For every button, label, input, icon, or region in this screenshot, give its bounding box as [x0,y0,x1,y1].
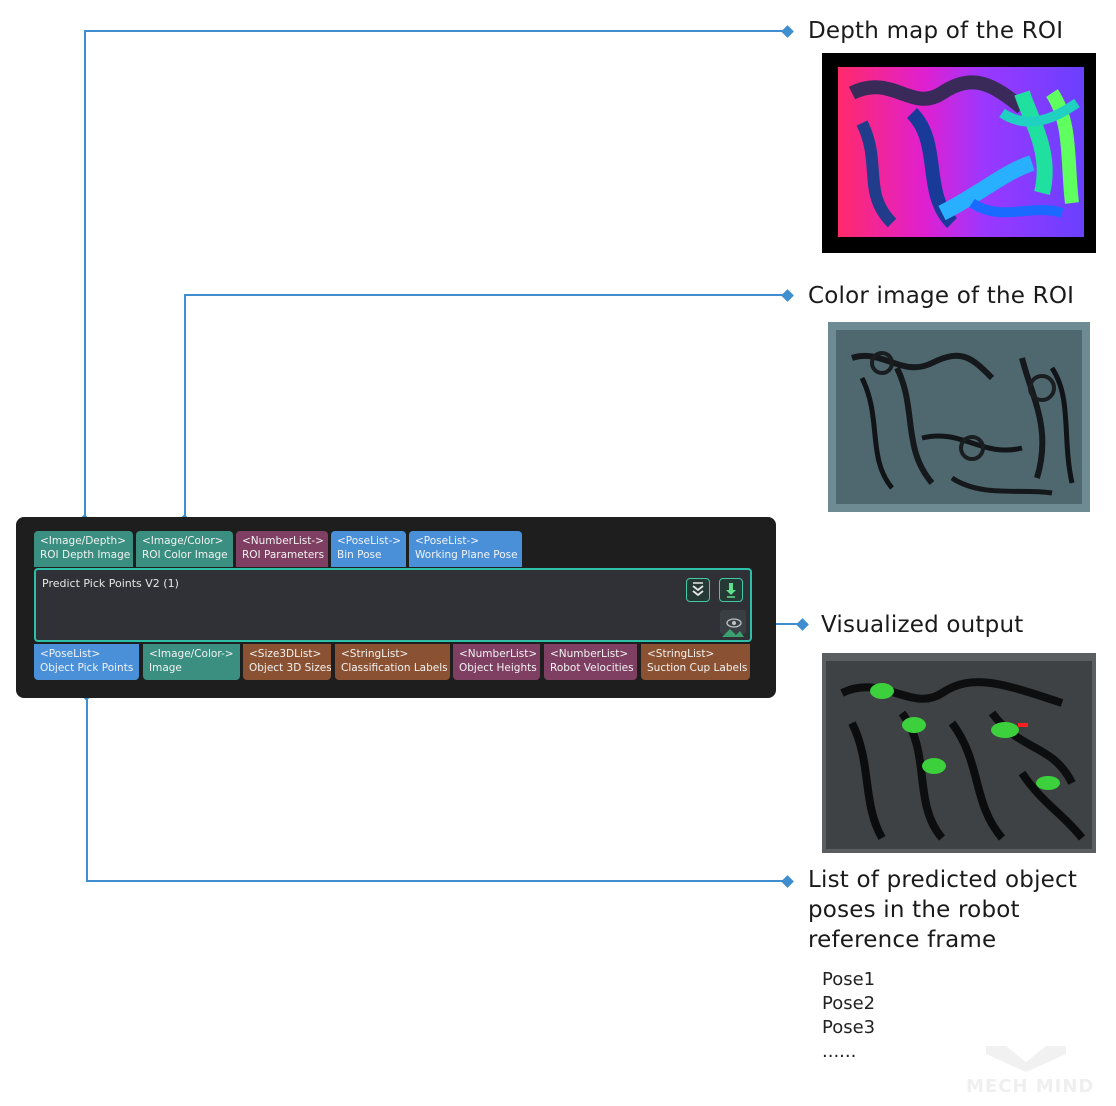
port-type: <NumberList> [550,648,629,660]
output-port-suction-cup-labels[interactable]: <StringList> Suction Cup Labels [641,644,750,680]
connector-list-horizontal [86,880,786,882]
output-port-object-3d-sizes[interactable]: <Size3DList> Object 3D Sizes [243,644,331,680]
port-label: Bin Pose [337,549,382,561]
port-type: <PoseList-> [337,535,402,547]
pose-item: Pose2 [822,993,876,1014]
port-type: <NumberList> [459,648,538,660]
port-label: Object Heights [459,662,537,674]
connector-depth-vertical [84,30,86,520]
callout-pose-list: List of predicted object poses in the ro… [808,865,1077,955]
connector-color-end-dot [781,289,794,302]
connector-color-vertical [184,294,186,520]
port-label: Object 3D Sizes [249,662,331,674]
port-type: <Image/Color-> [149,648,234,660]
visualized-output-image [822,653,1096,853]
eye-icon [726,613,742,632]
callout-visualized-output: Visualized output [821,612,1024,638]
port-type: <Size3DList> [249,648,322,660]
port-label: ROI Depth Image [40,549,131,561]
connector-color-horizontal [184,294,786,296]
connector-list-vertical [86,692,88,882]
node-title: Predict Pick Points V2 (1) [42,577,179,590]
depth-map-image [822,53,1096,253]
port-label: Object Pick Points [40,662,134,674]
port-type: <StringList> [647,648,715,660]
connector-list-end-dot [781,875,794,888]
pose-item-ellipsis: ...... [822,1041,857,1062]
port-label: Robot Velocities [550,662,634,674]
port-label: Classification Labels [341,662,448,674]
port-type: <Image/Color> [142,535,224,547]
output-port-object-heights[interactable]: <NumberList> Object Heights [453,644,540,680]
port-type: <PoseList-> [415,535,480,547]
port-type: <StringList> [341,648,409,660]
node-body[interactable]: Predict Pick Points V2 (1) [34,568,752,642]
input-port-roi-color-image[interactable]: <Image/Color> ROI Color Image [136,531,233,567]
port-label: ROI Color Image [142,549,228,561]
port-type: <Image/Depth> [40,535,126,547]
download-button[interactable] [719,578,743,602]
output-port-image[interactable]: <Image/Color-> Image [143,644,240,680]
pose-list: Pose1 Pose2 Pose3 ...... [822,968,875,1064]
input-port-roi-parameters[interactable]: <NumberList-> ROI Parameters [236,531,328,567]
port-label: Working Plane Pose [415,549,518,561]
connector-vis-end-dot [796,618,809,631]
connector-depth-end-dot [781,25,794,38]
pose-item: Pose3 [822,1017,876,1038]
port-label: Image [149,662,182,674]
port-label: ROI Parameters [242,549,325,561]
port-type: <PoseList> [40,648,101,660]
input-port-working-plane-pose[interactable]: <PoseList-> Working Plane Pose [409,531,522,567]
image-icon [722,622,744,641]
predict-pick-points-node[interactable]: <Image/Depth> ROI Depth Image <Image/Col… [16,517,776,698]
watermark-text: MECH MIND [966,1076,1095,1097]
callout-pose-list-line1: List of predicted object [808,867,1078,893]
callout-pose-list-line2: poses in the robot [808,897,1020,923]
output-port-robot-velocities[interactable]: <NumberList> Robot Velocities [544,644,637,680]
input-port-roi-depth-image[interactable]: <Image/Depth> ROI Depth Image [34,531,133,567]
visualize-button[interactable] [720,610,746,637]
connector-depth-horizontal [84,30,786,32]
color-roi-image [822,318,1096,518]
input-port-bin-pose[interactable]: <PoseList-> Bin Pose [331,531,406,567]
callout-color-image: Color image of the ROI [808,283,1075,309]
port-label: Suction Cup Labels [647,662,748,674]
pose-item: Pose1 [822,969,876,990]
output-port-object-pick-points[interactable]: <PoseList> Object Pick Points [34,644,139,680]
callout-pose-list-line3: reference frame [808,927,997,953]
output-port-classification-labels[interactable]: <StringList> Classification Labels [335,644,450,680]
callout-depth-map: Depth map of the ROI [808,18,1064,44]
port-type: <NumberList-> [242,535,324,547]
watermark-logo: MECH MIND [966,1044,1094,1097]
collapse-button[interactable] [686,578,710,602]
